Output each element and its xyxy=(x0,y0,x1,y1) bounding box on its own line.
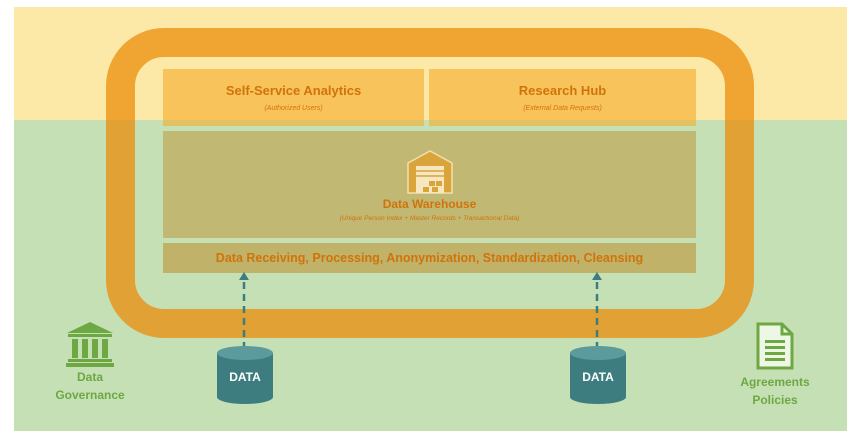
research-hub-title: Research Hub xyxy=(518,83,607,98)
right-upload-arrow xyxy=(592,272,602,346)
database-icon xyxy=(570,346,626,404)
platform-boundary-ring xyxy=(106,28,754,338)
agreements-line: Agreements xyxy=(740,375,810,389)
bank-building-icon xyxy=(66,322,114,367)
document-icon xyxy=(756,322,794,370)
data-processing-label: Data Receiving, Processing, Anonymizatio… xyxy=(215,251,644,265)
left-upload-arrow xyxy=(239,272,249,346)
data-processing-strip: Data Receiving, Processing, Anonymizatio… xyxy=(163,243,696,273)
data-governance-line2: Governance xyxy=(55,388,125,402)
left-data-label: DATA xyxy=(229,370,261,384)
data-warehouse-panel: Data Warehouse (Unique Person Index + Ma… xyxy=(163,131,696,238)
data-governance-line1: Data xyxy=(76,370,103,384)
data-governance-label: Data Governance xyxy=(40,368,140,404)
self-service-analytics-title: Self-Service Analytics xyxy=(225,83,362,98)
data-warehouse-subtitle: (Unique Person Index + Master Records + … xyxy=(339,215,520,222)
warehouse-icon xyxy=(406,150,453,194)
self-service-analytics-panel: Self-Service Analytics (Authorized Users… xyxy=(163,69,424,126)
right-data-label: DATA xyxy=(582,370,614,384)
research-hub-panel: Research Hub (External Data Requests) xyxy=(429,69,696,126)
left-data-source: DATA xyxy=(215,345,275,405)
policies-line: Policies xyxy=(752,393,798,407)
database-icon xyxy=(217,346,273,404)
agreements-policies-label: Agreements Policies xyxy=(720,373,830,409)
self-service-analytics-subtitle: (Authorized Users) xyxy=(264,105,323,112)
right-data-source: DATA xyxy=(568,345,628,405)
data-warehouse-title: Data Warehouse xyxy=(382,197,477,211)
research-hub-subtitle: (External Data Requests) xyxy=(523,105,602,112)
